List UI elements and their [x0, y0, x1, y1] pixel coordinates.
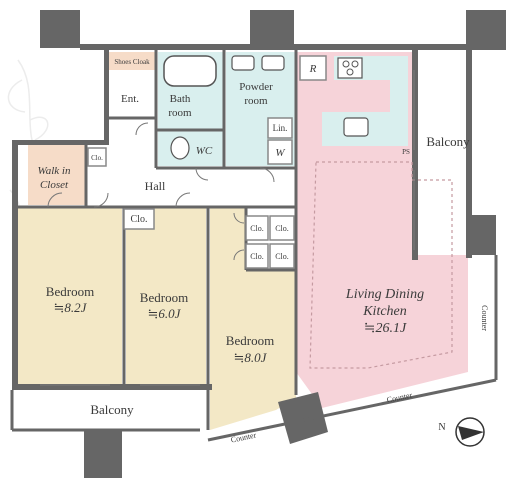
- wc-label: WC: [196, 145, 213, 157]
- bedroom2-floor: [126, 207, 206, 385]
- bedroom1-size: ≒8.2J: [54, 300, 88, 315]
- partitions: [10, 50, 498, 442]
- powder-label-2: room: [244, 95, 268, 107]
- north-compass: N: [438, 417, 485, 447]
- kitchen-sink: [343, 117, 369, 137]
- sink-right: [261, 55, 285, 71]
- bedroom2-name: Bedroom: [140, 290, 188, 305]
- walkin-label-2: Closet: [40, 179, 69, 191]
- windows: [40, 70, 415, 386]
- bedroom3-size: ≒8.0J: [234, 350, 268, 365]
- walkin-label-1: Walk in: [38, 165, 71, 177]
- bath-label-1: Bath: [170, 93, 191, 105]
- ldk-label-1: Living Dining: [345, 287, 424, 302]
- balcony-bottom-label: Balcony: [90, 402, 134, 417]
- bedroom3-name: Bedroom: [226, 333, 274, 348]
- shoes-cloak-floor: [108, 52, 156, 70]
- entrance-label: Ent.: [121, 93, 139, 105]
- north-label: N: [438, 422, 445, 433]
- balcony-right-label: Balcony: [426, 134, 470, 149]
- counter-left-label: Counter: [230, 430, 257, 444]
- counter-bottom-label: Counter: [386, 390, 413, 404]
- clo-b-label: Clo.: [275, 224, 289, 233]
- bedroom2-size: ≒6.0J: [148, 306, 182, 321]
- toilet: [170, 136, 190, 160]
- ldk-label-2: Kitchen: [362, 304, 407, 319]
- clo-a-label: Clo.: [250, 224, 264, 233]
- fridge-label: R: [309, 63, 317, 75]
- bedroom1-name: Bedroom: [46, 284, 94, 299]
- bedroom2-clo: Clo.: [131, 214, 148, 225]
- room-labels: Shoes Cloak Ent. Bath room Powder room W…: [38, 58, 489, 445]
- door-swings: [47, 122, 275, 261]
- hall-label: Hall: [145, 179, 166, 193]
- linen-label: Lin.: [273, 123, 288, 133]
- bath-label-2: room: [168, 107, 192, 119]
- powder-label-1: Powder: [239, 81, 273, 93]
- clo-c-label: Clo.: [250, 252, 264, 261]
- bedroom3-floor: [210, 207, 296, 430]
- walkin-closet-floor: [28, 145, 86, 205]
- bathtub: [163, 55, 217, 87]
- washer-label: W: [275, 147, 285, 159]
- counter-right-label: Counter: [480, 305, 489, 331]
- walkin-clo-label: Clo.: [91, 154, 103, 162]
- sink-left: [231, 55, 255, 71]
- shoes-cloak-label: Shoes Cloak: [114, 58, 150, 66]
- ps-label: PS: [402, 148, 410, 156]
- dining-area-outline: [309, 161, 453, 369]
- ldk-floor: [296, 52, 468, 408]
- walls: [12, 10, 506, 478]
- bedroom1-floor: [17, 207, 122, 385]
- ldk-size: ≒26.1J: [364, 321, 407, 336]
- stove: [337, 57, 363, 79]
- closets: [87, 55, 327, 269]
- clo-d-label: Clo.: [275, 252, 289, 261]
- wc-floor: [158, 130, 224, 166]
